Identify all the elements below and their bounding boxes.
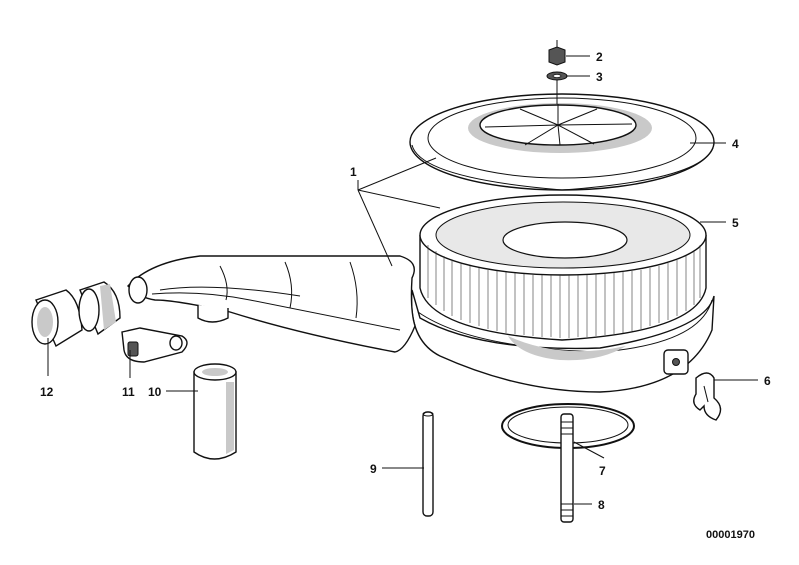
part-12-sleeve bbox=[31, 281, 121, 348]
callout-9: 9 bbox=[370, 462, 377, 476]
intake-snorkel bbox=[127, 255, 416, 353]
filter-pleats bbox=[427, 245, 701, 338]
callout-3: 3 bbox=[596, 70, 603, 84]
callout-numbers: 1 2 3 4 5 6 7 8 9 10 11 12 bbox=[40, 50, 771, 512]
document-number: 00001970 bbox=[706, 529, 755, 541]
callout-8: 8 bbox=[598, 498, 605, 512]
housing-bracket bbox=[663, 349, 689, 375]
part-8-stud bbox=[560, 413, 574, 523]
callout-6: 6 bbox=[764, 374, 771, 388]
callout-2: 2 bbox=[596, 50, 603, 64]
part-3-washer bbox=[546, 71, 568, 81]
leader-lines bbox=[47, 55, 758, 505]
callout-11: 11 bbox=[122, 385, 135, 399]
callout-5: 5 bbox=[732, 216, 739, 230]
part-5-filter-element bbox=[419, 194, 707, 341]
part-1-housing bbox=[127, 255, 715, 393]
cover-spokes bbox=[484, 104, 633, 146]
callout-12: 12 bbox=[40, 385, 54, 399]
part-10-hose bbox=[193, 363, 237, 460]
callout-10: 10 bbox=[148, 385, 162, 399]
part-2-nut bbox=[548, 40, 566, 66]
part-4-cover bbox=[409, 93, 715, 191]
part-11-clamp bbox=[121, 327, 188, 363]
part-6-clip bbox=[693, 372, 722, 421]
part-9-rod bbox=[422, 411, 434, 517]
callout-1: 1 bbox=[350, 165, 357, 179]
callout-4: 4 bbox=[732, 137, 739, 151]
callout-7: 7 bbox=[599, 464, 606, 478]
